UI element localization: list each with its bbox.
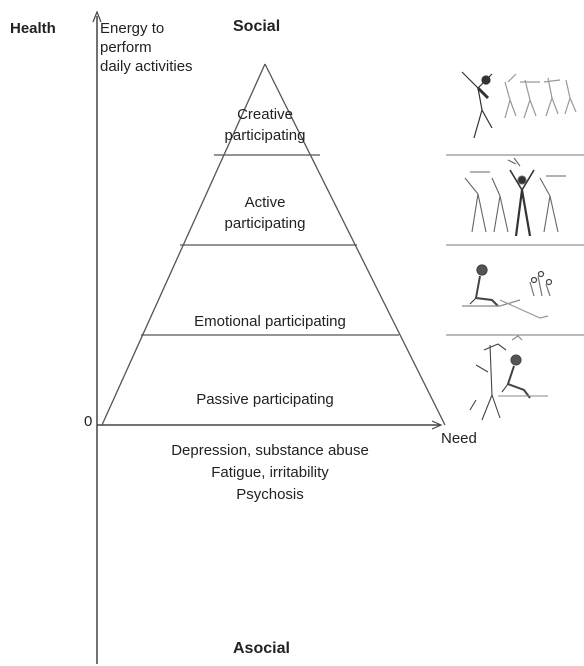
level-label-line: participating [224, 215, 306, 232]
dancing-group-icon [464, 157, 566, 237]
y-axis-description-line: Energy to [100, 20, 165, 37]
person-sitting-under-tree-icon [469, 335, 548, 421]
level-label-line: Creative [237, 106, 293, 123]
level-creative-participating: Creative participating [205, 104, 325, 146]
condition-line: Psychosis [236, 485, 304, 503]
jumping-people-icon [461, 71, 577, 139]
level-active-participating: Active participating [200, 192, 330, 234]
level-label-line: participating [224, 127, 306, 144]
y-axis-description-line: perform [100, 38, 152, 56]
y-axis-description: Energy to perform daily activities [100, 20, 193, 76]
illustration-separators [446, 154, 584, 336]
level-passive-participating: Passive participating [196, 391, 334, 408]
need-axis-arrow [431, 420, 443, 430]
y-axis-label: Health [10, 20, 56, 37]
condition-line: Depression, substance abuse [171, 442, 369, 459]
pyramid [101, 63, 446, 426]
below-base-conditions: Depression, substance abuse Fatigue, irr… [120, 440, 420, 505]
sitting-person-outdoors-icon [462, 264, 553, 319]
level-label-line: Active [244, 194, 286, 211]
asocial-label: Asocial [233, 640, 290, 657]
y-axis-description-line: daily activities [100, 57, 193, 75]
social-label: Social [233, 18, 281, 35]
origin-label: 0 [84, 413, 93, 430]
level-emotional-participating: Emotional participating [194, 313, 346, 330]
x-axis-label: Need [441, 430, 477, 447]
health-axis-arrow [92, 10, 102, 23]
condition-line: Fatigue, irritability [211, 463, 329, 481]
